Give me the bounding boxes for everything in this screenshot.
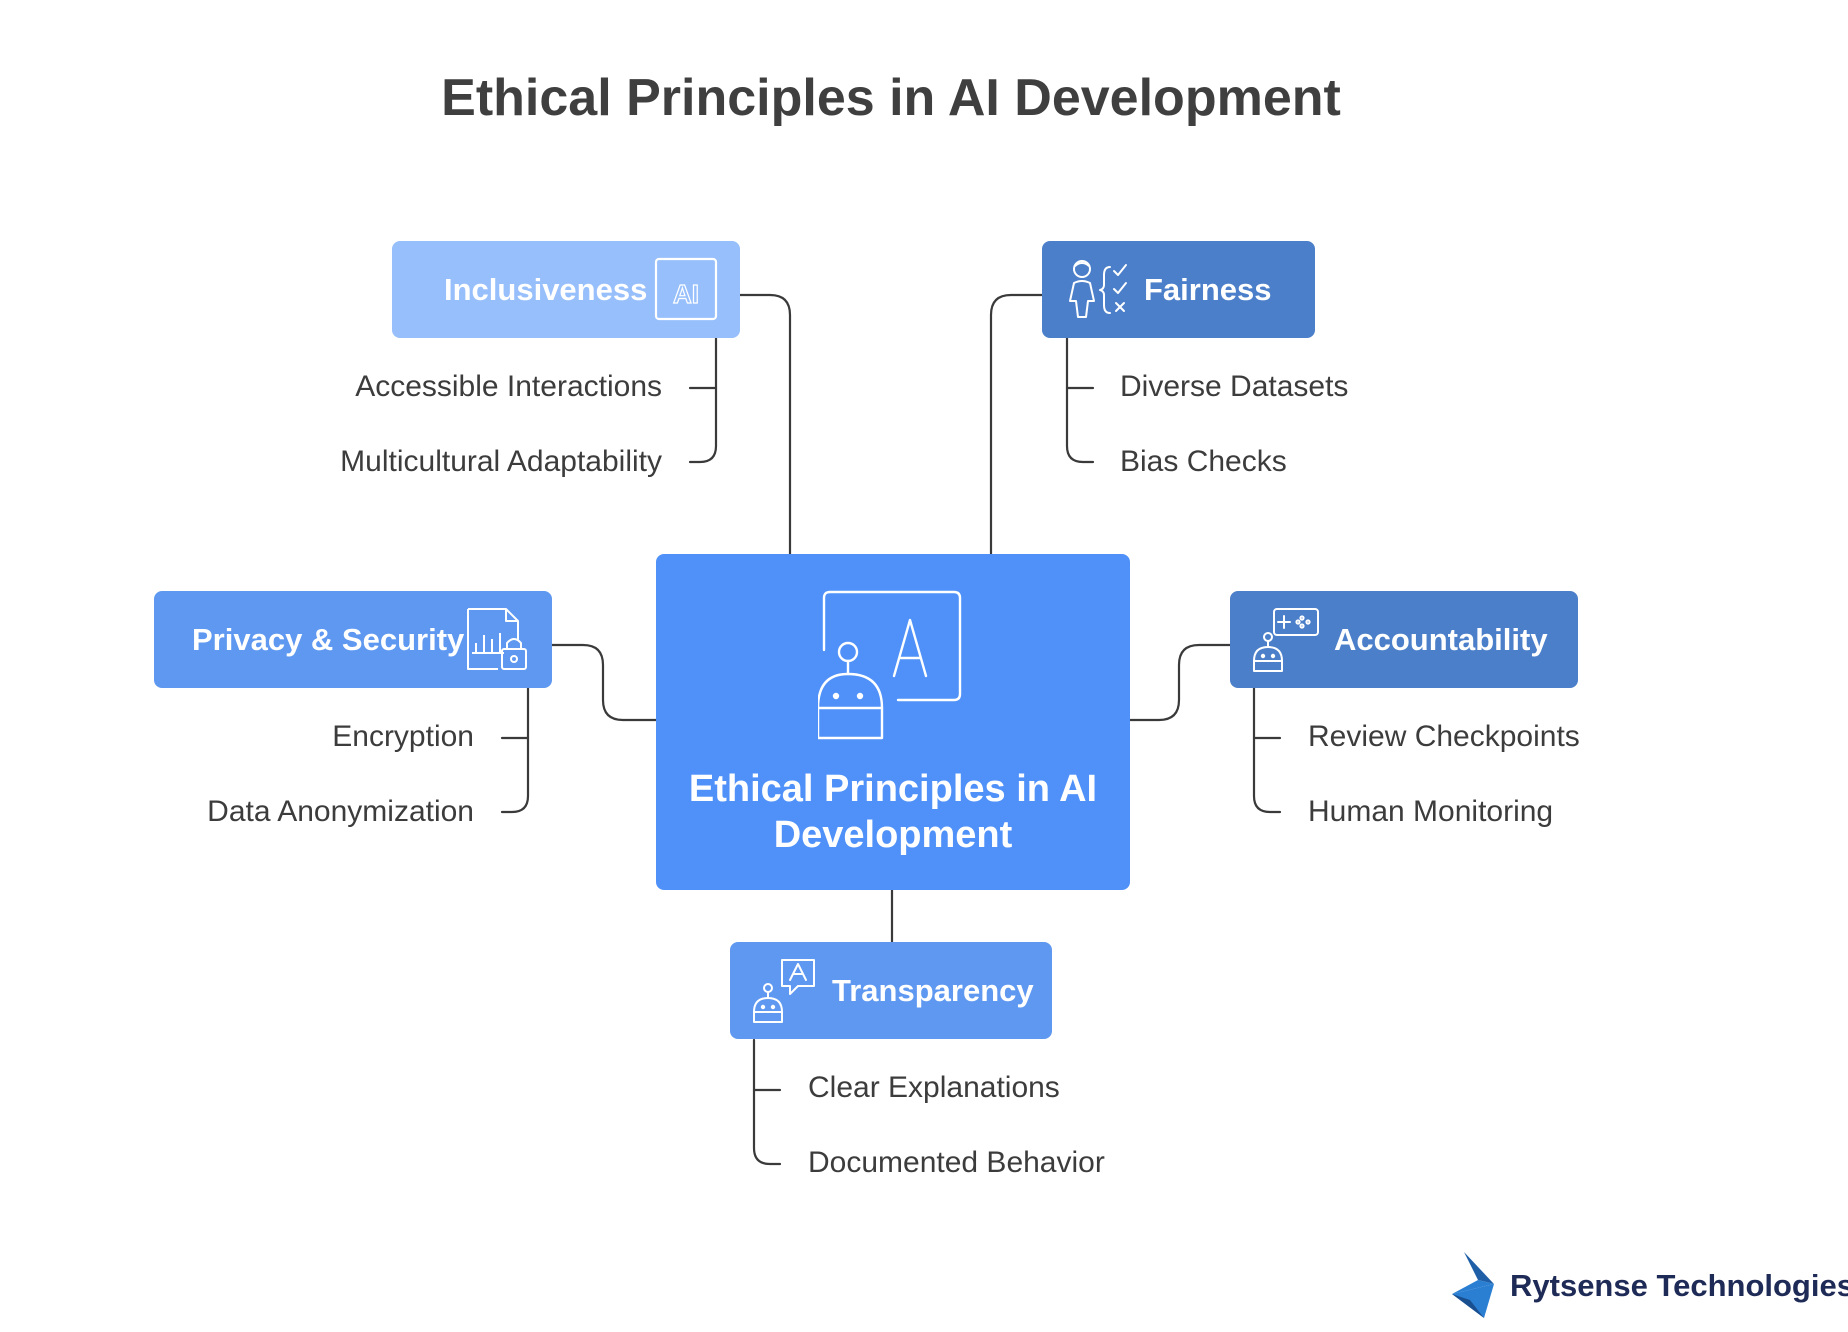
list-item: Encryption bbox=[332, 720, 474, 753]
connector-fairness-items bbox=[1065, 336, 1095, 464]
connector-privacy-items bbox=[500, 686, 530, 814]
center-node: Ethical Principles in AI Development bbox=[656, 554, 1130, 890]
company-logo: Rytsense Technologies bbox=[1448, 1250, 1848, 1320]
list-item: Documented Behavior bbox=[808, 1146, 1105, 1179]
list-item: Multicultural Adaptability bbox=[340, 445, 662, 478]
center-label-line2: Development bbox=[773, 814, 1013, 856]
list-item: Accessible Interactions bbox=[355, 370, 662, 403]
robot-gamepad-icon bbox=[1252, 607, 1320, 681]
principle-label: Inclusiveness bbox=[444, 271, 648, 307]
list-item: Review Checkpoints bbox=[1308, 720, 1580, 753]
list-item: Clear Explanations bbox=[808, 1071, 1060, 1104]
connector-accountability bbox=[1128, 643, 1232, 722]
list-item: Data Anonymization bbox=[207, 795, 474, 828]
person-checklist-icon bbox=[1064, 257, 1136, 331]
connector-transparency-items bbox=[752, 1038, 782, 1166]
list-item: Diverse Datasets bbox=[1120, 370, 1349, 403]
principle-box-accountability: Accountability bbox=[1230, 591, 1578, 688]
principle-label: Privacy & Security bbox=[192, 621, 465, 657]
ai-badge-icon: AI bbox=[654, 257, 718, 329]
principle-box-fairness: Fairness bbox=[1042, 241, 1315, 338]
logo-text: Rytsense Technologies bbox=[1510, 1268, 1848, 1303]
connector-inclusiveness bbox=[738, 293, 792, 556]
center-label-line1: Ethical Principles in AI bbox=[688, 768, 1098, 810]
list-item: Bias Checks bbox=[1120, 445, 1287, 478]
connector-fairness bbox=[989, 293, 1044, 556]
center-label: Ethical Principles in AI Development bbox=[656, 766, 1130, 858]
connector-privacy bbox=[550, 643, 658, 722]
connector-accountability-items bbox=[1252, 686, 1282, 814]
principle-box-transparency: Transparency bbox=[730, 942, 1052, 1039]
principle-label: Transparency bbox=[832, 972, 1034, 1008]
connector-inclusiveness-items bbox=[688, 336, 718, 464]
principle-label: Fairness bbox=[1144, 271, 1272, 307]
rytsense-logo-icon bbox=[1448, 1250, 1502, 1325]
robot-speech-icon bbox=[752, 958, 818, 1032]
page-title: Ethical Principles in AI Development bbox=[441, 69, 1341, 127]
list-item: Human Monitoring bbox=[1308, 795, 1554, 828]
principle-box-privacy-security: Privacy & Security bbox=[154, 591, 552, 688]
document-lock-icon bbox=[464, 607, 530, 681]
svg-text:AI: AI bbox=[673, 279, 699, 309]
principle-box-inclusiveness: Inclusiveness AI bbox=[392, 241, 740, 338]
robot-chat-icon bbox=[816, 590, 968, 750]
principle-label: Accountability bbox=[1334, 621, 1548, 657]
